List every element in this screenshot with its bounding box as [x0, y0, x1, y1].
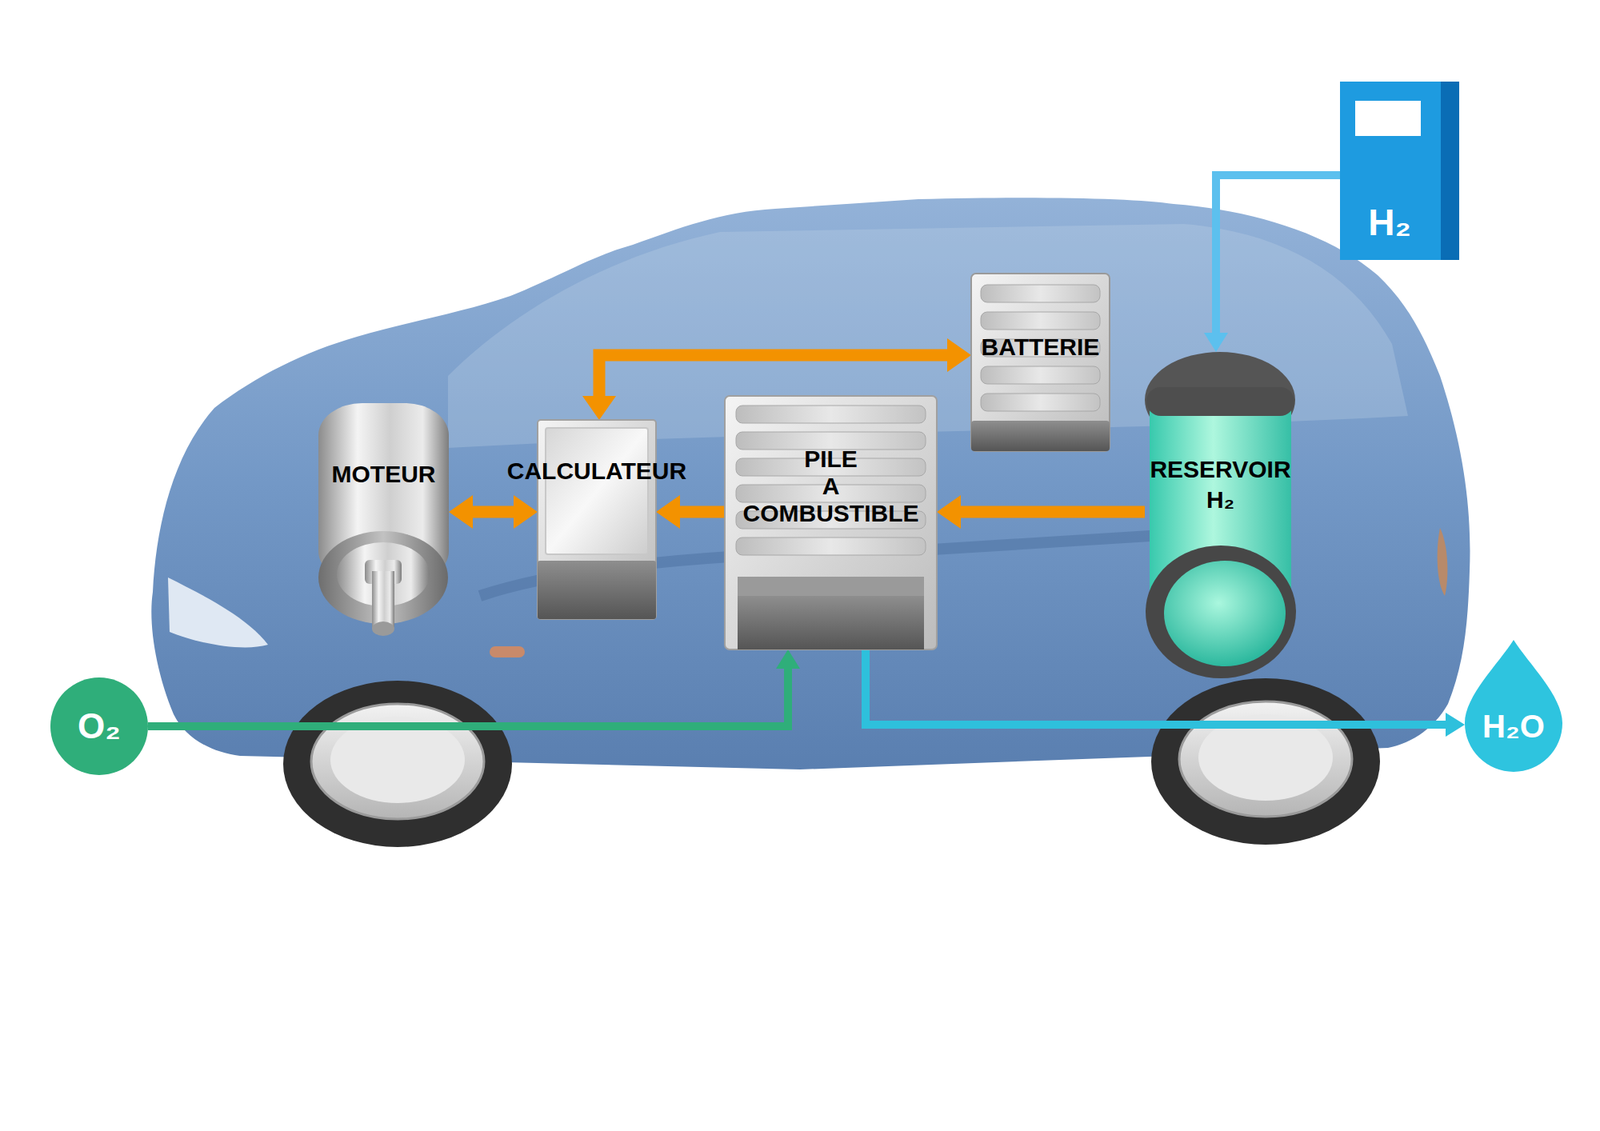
node-shape: [971, 273, 1110, 452]
node-label: O₂: [77, 704, 121, 749]
stack-stripe: [980, 393, 1100, 412]
rear-wheel: [1151, 678, 1380, 845]
arrow-line: [1216, 175, 1340, 333]
pump-side: [1440, 81, 1460, 260]
stack-stripe: [980, 312, 1100, 330]
battery-box: BATTERIE: [971, 273, 1110, 452]
hydrogen-tank: RESERVOIR H₂: [1144, 352, 1296, 679]
tank-end-ring: [1145, 545, 1296, 679]
fuel-cell-box: PILE A COMBUSTIBLE: [724, 396, 937, 650]
tank-band: [1146, 387, 1295, 416]
stack-stripe: [980, 284, 1100, 303]
arrow-line: [960, 506, 1145, 519]
hydrogen-pump: H₂: [1340, 81, 1460, 260]
node-label: PILE A COMBUSTIBLE: [743, 445, 920, 528]
car-rear-light: [1437, 528, 1448, 596]
arrow-head: [448, 495, 473, 529]
arrow-line: [865, 649, 1446, 725]
arrow-line: [599, 355, 948, 396]
node-shape: [1144, 352, 1296, 679]
node-label: CALCULATEUR: [507, 457, 687, 485]
tank-end-face: [1164, 560, 1286, 667]
arrow-head: [947, 338, 972, 372]
flow-arrow: [1204, 175, 1340, 352]
arrow-line: [472, 506, 514, 519]
node-label: H₂: [1368, 201, 1412, 244]
arrow-head: [582, 396, 616, 420]
arrow-line: [148, 668, 788, 727]
arrow-head: [656, 495, 680, 529]
water-drop: H₂O: [1464, 640, 1563, 772]
node-label: RESERVOIR H₂: [1149, 454, 1291, 516]
drop-shape: [1464, 640, 1563, 772]
flow-arrow: [448, 495, 538, 529]
arrow-head: [1445, 712, 1465, 737]
fuel-cell-base: [737, 596, 924, 650]
motor-shaft: [372, 571, 395, 629]
controller-base: [537, 560, 656, 620]
controller-case: [537, 420, 656, 620]
arrow-head: [513, 495, 538, 529]
battery-base: [971, 420, 1110, 452]
car-headlight: [168, 577, 268, 648]
stack-stripe: [736, 405, 926, 424]
stack-stripe: [736, 537, 926, 556]
controller-box: CALCULATEUR: [537, 420, 656, 620]
flow-arrow: [656, 495, 725, 529]
node-shape: [318, 403, 449, 638]
pump-window: [1355, 100, 1421, 136]
oxygen-circle: O₂: [50, 677, 148, 776]
fuel-cell-case: [724, 396, 937, 650]
flow-arrow: [936, 495, 1145, 529]
battery-case: [971, 273, 1110, 452]
motor-shaft-end: [372, 621, 395, 636]
tire: [1151, 678, 1380, 845]
node-shape: [1464, 640, 1563, 772]
arrow-line: [680, 506, 725, 519]
stack-stripe: [980, 366, 1100, 384]
arrow-head: [1204, 332, 1228, 352]
rim: [1179, 701, 1352, 817]
oxygen-disc: [50, 677, 148, 776]
controller-panel: [545, 428, 648, 555]
flow-arrow: [865, 649, 1465, 737]
motor-cylinder: MOTEUR: [318, 403, 449, 638]
rim: [311, 704, 484, 820]
arrow-head: [936, 495, 961, 529]
node-shape: [537, 420, 656, 620]
flow-arrow: [148, 649, 800, 727]
node-label: H₂O: [1482, 705, 1545, 748]
car-side-marker: [489, 646, 525, 658]
node-label: BATTERIE: [981, 333, 1100, 361]
pump-body: [1340, 81, 1441, 260]
front-wheel: [283, 680, 512, 848]
fuel-cell-strip: [737, 576, 924, 596]
node-label: MOTEUR: [332, 460, 436, 488]
tire: [283, 680, 512, 848]
arrow-head: [776, 649, 800, 669]
